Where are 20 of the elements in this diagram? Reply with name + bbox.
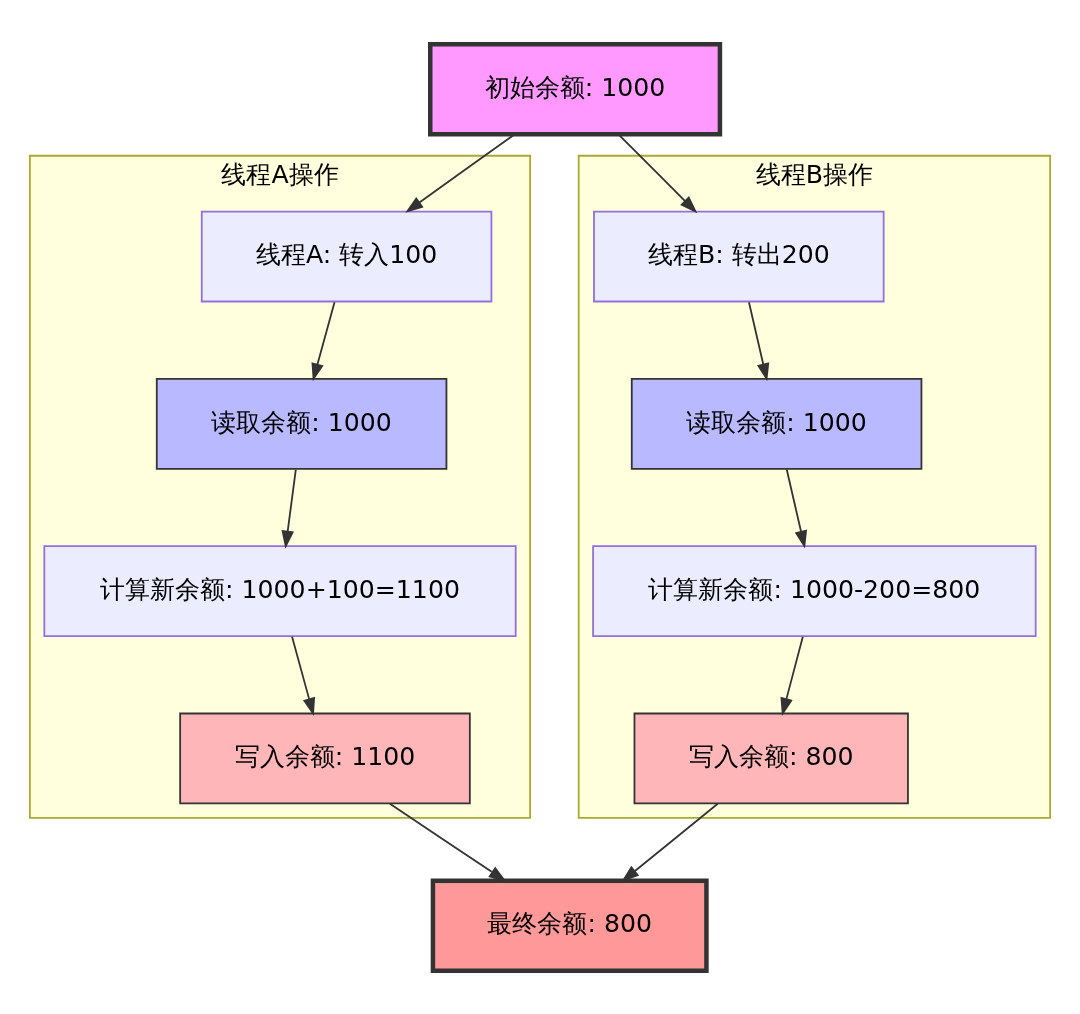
arrow (389, 802, 507, 882)
node-box: 线程A: 转入100 (200, 210, 493, 302)
node-box: 计算新余额: 1000-200=800 (592, 544, 1037, 637)
arrow (618, 133, 698, 213)
node-box: 读取余额: 1000 (630, 377, 923, 470)
arrow (748, 300, 770, 381)
arrow (291, 635, 316, 716)
node-box: 计算新余额: 1000+100=1100 (43, 544, 517, 637)
arrow (621, 802, 719, 882)
node-box: 线程B: 转出200 (593, 210, 885, 302)
node-box: 写入余额: 1100 (179, 712, 471, 804)
arrow (785, 468, 808, 549)
node-box: 初始余额: 1000 (428, 41, 723, 136)
arrow (405, 133, 516, 213)
arrow (281, 468, 297, 549)
node-box: 读取余额: 1000 (155, 377, 448, 470)
node-box: 最终余额: 800 (430, 878, 709, 973)
arrow (311, 300, 336, 381)
node-box: 写入余额: 800 (633, 712, 909, 804)
arrow (780, 635, 804, 716)
